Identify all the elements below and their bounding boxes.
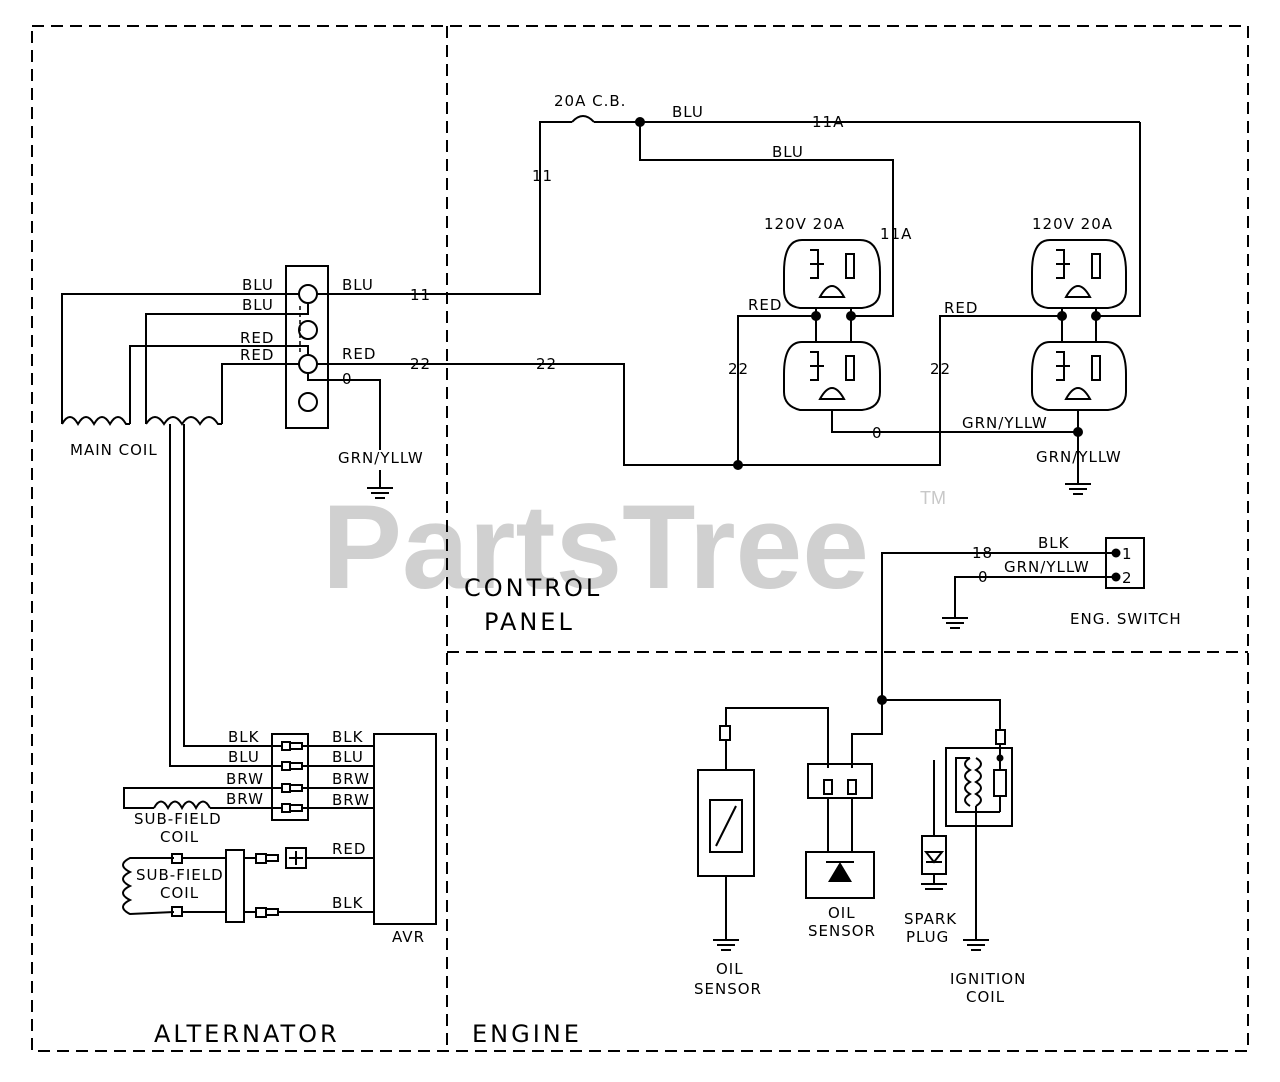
junction-left-2 [846, 311, 856, 321]
wire-label-red-3: RED [342, 345, 376, 363]
engine-title: ENGINE [472, 1020, 582, 1048]
wire-label-blu-2: BLU [242, 296, 274, 314]
wire-label-11-a: 11 [410, 286, 431, 304]
wire-label-grn-yllw-sw: GRN/YLLW [1004, 558, 1090, 576]
breaker-label: 20A C.B. [554, 92, 626, 110]
wire-label-0-sw: 0 [978, 568, 989, 586]
oil-sensor-label-1-l2: SENSOR [694, 980, 762, 998]
switch-terminal-2-dot [1111, 572, 1121, 582]
wire-label-11a-2: 11A [880, 225, 912, 243]
spark-plug-label-l2: PLUG [906, 928, 949, 946]
control-panel-title-line1: CONTROL [464, 574, 602, 602]
oil-sensor-label-1-l1: OIL [716, 960, 744, 978]
avr-right-blk: BLK [332, 728, 364, 746]
avr-left-brw-2: BRW [226, 790, 264, 808]
wire-label-blu-1: BLU [242, 276, 274, 294]
sub-field-coil-1-l2: COIL [160, 828, 199, 846]
wire-label-0-cp: 0 [872, 424, 883, 442]
wire-label-22-d: 22 [930, 360, 951, 378]
wire-label-0-alt: 0 [342, 370, 353, 388]
switch-terminal-2: 2 [1122, 569, 1133, 587]
wire-label-22-a: 22 [410, 355, 431, 373]
control-panel-title-line2: PANEL [484, 608, 575, 636]
avr-right-blk-2: BLK [332, 894, 364, 912]
wire-label-red-2: RED [240, 346, 274, 364]
wire-label-blk-sw: BLK [1038, 534, 1070, 552]
alternator-title: ALTERNATOR [154, 1020, 340, 1048]
wire-label-grn-yllw-rcpt: GRN/YLLW [1036, 448, 1122, 466]
junction-right-2 [1091, 311, 1101, 321]
alternator-ground [307, 373, 393, 499]
oil-sensor-label-2-l2: SENSOR [808, 922, 876, 940]
junction-22 [733, 460, 743, 470]
junction-right-1 [1057, 311, 1067, 321]
engine-wiring [697, 699, 1013, 951]
junction-ground [1073, 427, 1083, 437]
wire-label-blu-3: BLU [342, 276, 374, 294]
wire-label-22-b: 22 [536, 355, 557, 373]
eng-switch-label: ENG. SWITCH [1070, 610, 1182, 628]
junction-engine [877, 695, 887, 705]
wire-label-22-c: 22 [728, 360, 749, 378]
ignition-coil-label-l1: IGNITION [950, 970, 1026, 988]
switch-terminal-1-dot [1111, 548, 1121, 558]
sub-field-coil-1-l1: SUB-FIELD [134, 810, 222, 828]
junction-breaker [635, 117, 645, 127]
avr-left-blu: BLU [228, 748, 260, 766]
junction-left-1 [811, 311, 821, 321]
control-panel-feeds [317, 115, 1141, 466]
wire-label-11a-1: 11A [812, 113, 844, 131]
watermark-tm: TM [920, 488, 946, 508]
wire-label-18: 18 [972, 544, 993, 562]
main-coil-wiring [61, 293, 309, 767]
avr-right-red: RED [332, 840, 366, 858]
switch-terminal-1: 1 [1122, 545, 1133, 563]
avr-right-blu: BLU [332, 748, 364, 766]
oil-sensor-label-2-l1: OIL [828, 904, 856, 922]
avr-wiring [122, 733, 437, 925]
wire-label-grn-yllw-cp: GRN/YLLW [962, 414, 1048, 432]
spark-plug-label-l1: SPARK [904, 910, 957, 928]
sub-field-coil-2-l2: COIL [160, 884, 199, 902]
wire-label-red-1: RED [240, 329, 274, 347]
avr-label: AVR [392, 928, 425, 946]
avr-right-brw-1: BRW [332, 770, 370, 788]
receptacle-left [783, 239, 1078, 433]
engine-switch [881, 537, 1145, 700]
watermark-brand: PartsTree [322, 480, 869, 614]
wire-label-blu-5: BLU [772, 143, 804, 161]
main-coil-label: MAIN COIL [70, 441, 158, 459]
ignition-coil-label-l2: COIL [966, 988, 1005, 1006]
avr-right-brw-2: BRW [332, 791, 370, 809]
receptacle-right-rating: 120V 20A [1032, 215, 1113, 233]
receptacle-left-rating: 120V 20A [764, 215, 845, 233]
avr-left-blk: BLK [228, 728, 260, 746]
wire-label-red-4: RED [748, 296, 782, 314]
wire-label-grn-yllw-alt: GRN/YLLW [338, 449, 424, 467]
sub-field-coil-2-l1: SUB-FIELD [136, 866, 224, 884]
section-borders [31, 25, 1249, 1052]
wire-label-11-b: 11 [532, 167, 553, 185]
avr-left-brw-1: BRW [226, 770, 264, 788]
wire-label-blu-4: BLU [672, 103, 704, 121]
wire-label-red-5: RED [944, 299, 978, 317]
